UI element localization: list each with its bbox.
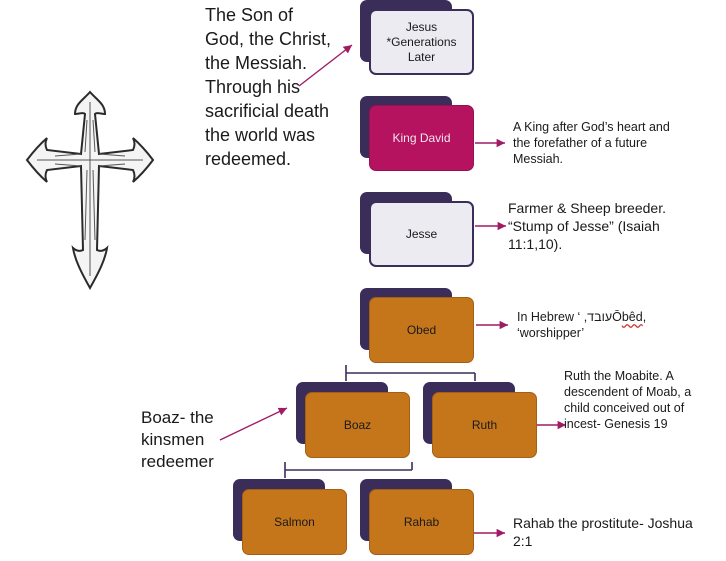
obed-caption-word: bêd (621, 310, 643, 324)
boaz-annotation-arrow (219, 407, 288, 441)
obed-caption-translation: ‘worshipper’ (517, 326, 585, 340)
jesse-box[interactable]: Jesse (369, 201, 474, 267)
boaz-label: Boaz (343, 417, 372, 432)
obed-caption: In Hebrew ‘ ,עובדŌbêd, ‘worshipper’ (517, 309, 707, 341)
jesse-label: Jesse (405, 226, 438, 241)
rahab-caption: Rahab the prostitute- Joshua 2:1 (513, 515, 693, 549)
cross-icon (25, 90, 155, 290)
jesus-annotation-arrow (298, 44, 353, 87)
king-david-label: King David (392, 130, 451, 145)
rahab-box[interactable]: Rahab (369, 489, 474, 555)
obed-caption-prefix: In Hebrew ‘ ,עובדŌ (517, 310, 622, 324)
jesse-caption: Farmer & Sheep breeder. “Stump of Jesse”… (508, 200, 666, 252)
jesus-caption: The Son of God, the Christ, the Messiah.… (205, 5, 332, 169)
salmon-label: Salmon (274, 514, 315, 529)
obed-caption-suffix: , (642, 310, 647, 324)
jesus-later-label: Later (407, 49, 436, 64)
king-david-caption: A King after God’s heart and the forefat… (513, 120, 670, 166)
obed-label: Obed (406, 322, 437, 337)
rahab-label: Rahab (403, 514, 440, 529)
obed-box[interactable]: Obed (369, 297, 474, 363)
jesus-label: Jesus (405, 19, 438, 34)
jesus-box[interactable]: Jesus *Generations Later (369, 9, 474, 75)
ruth-label: Ruth (471, 417, 498, 432)
king-david-box[interactable]: King David (369, 105, 474, 171)
ruth-box[interactable]: Ruth (432, 392, 537, 458)
boaz-box[interactable]: Boaz (305, 392, 410, 458)
ruth-caption: Ruth the Moabite. A descendent of Moab, … (564, 369, 692, 431)
jesus-generations-label: *Generations (386, 34, 457, 49)
boaz-caption: Boaz- the kinsmen redeemer (141, 408, 214, 471)
salmon-box[interactable]: Salmon (242, 489, 347, 555)
